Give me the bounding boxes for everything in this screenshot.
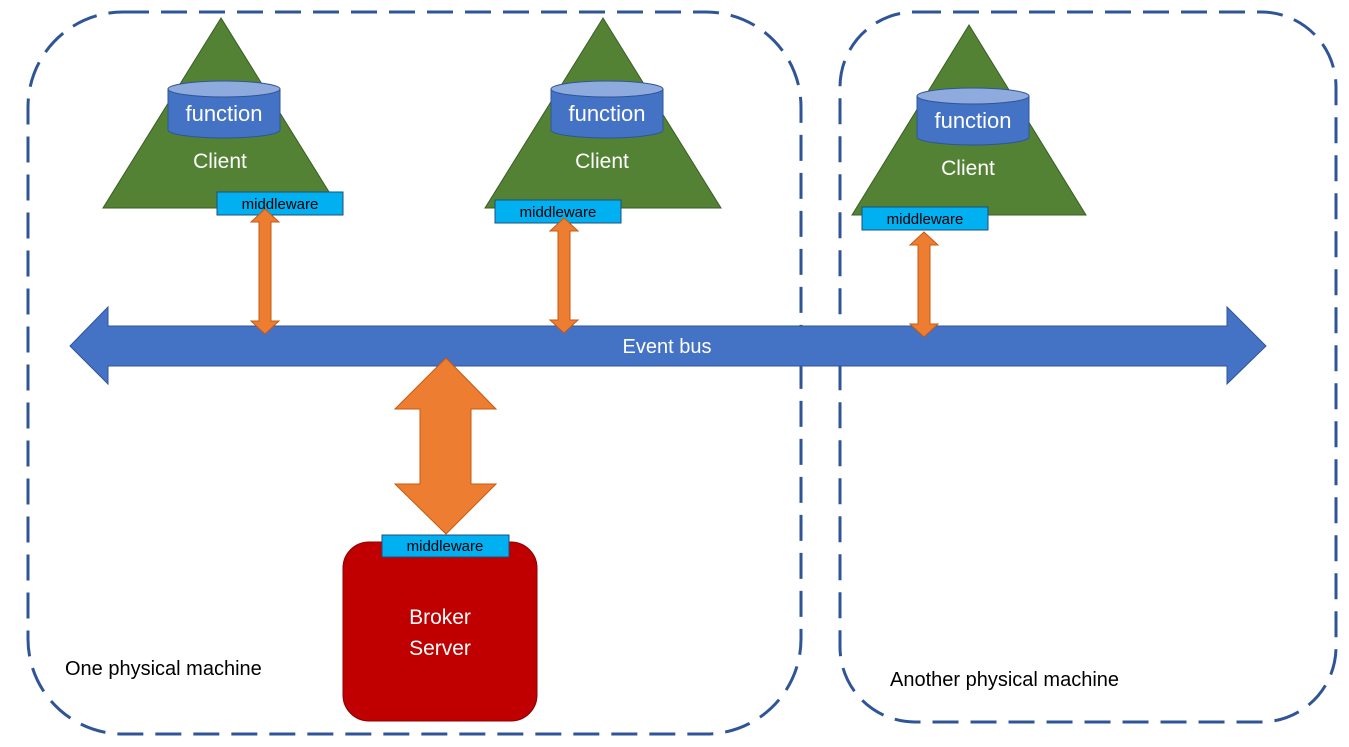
client-node: function Client middleware	[102, 17, 344, 216]
connector-arrow	[908, 231, 940, 338]
middleware-label: middleware	[520, 204, 597, 221]
machine-label-two: Another physical machine	[890, 669, 1119, 691]
client-node: function Client middleware	[851, 24, 1087, 231]
event-bus-arrow	[69, 305, 1267, 386]
middleware-box	[216, 191, 344, 216]
function-cylinder: function	[167, 80, 281, 139]
broker-server: middleware Broker Server	[342, 534, 538, 722]
middleware-box	[381, 534, 510, 558]
middleware-label: middleware	[407, 538, 484, 555]
machine-boundary-two	[838, 10, 1338, 724]
middleware-label: middleware	[887, 211, 964, 228]
function-label: function	[934, 108, 1011, 133]
client-label: Client	[193, 150, 247, 173]
broker-label-line1: Broker	[409, 606, 471, 629]
event-bus: Event bus	[69, 305, 1267, 386]
event-bus-label: Event bus	[623, 336, 712, 358]
connector-arrow	[548, 217, 580, 334]
client-label: Client	[575, 150, 629, 173]
broker-connector-arrow	[393, 357, 498, 535]
connector-arrow	[249, 208, 281, 335]
middleware-box	[861, 206, 989, 231]
machine-label-one: One physical machine	[65, 658, 262, 680]
client-node: function Client middleware	[484, 17, 722, 224]
function-cylinder: function	[550, 80, 664, 139]
client-label: Client	[941, 157, 995, 180]
function-label: function	[568, 101, 645, 126]
middleware-label: middleware	[242, 196, 319, 213]
machine-boundary-one	[26, 10, 803, 736]
function-label: function	[185, 101, 262, 126]
broker-box	[342, 541, 538, 722]
function-cylinder: function	[916, 87, 1030, 146]
broker-label-line2: Server	[409, 637, 471, 660]
